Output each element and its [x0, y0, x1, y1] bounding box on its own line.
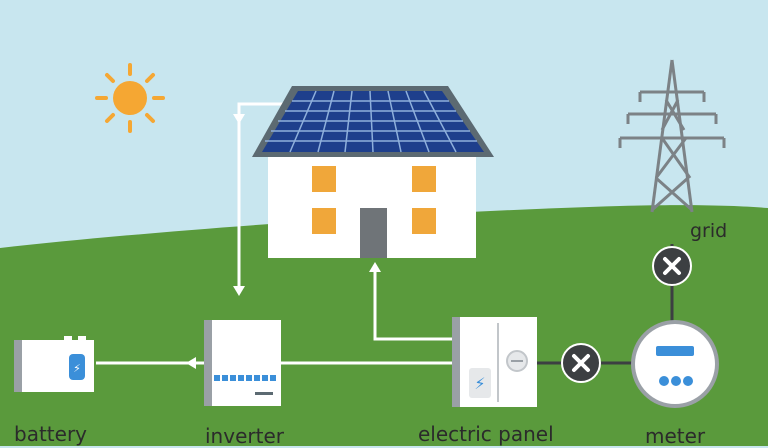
inverter-icon: [204, 320, 281, 406]
meter-display: [656, 346, 694, 356]
meter-label: meter: [645, 424, 706, 448]
arrow-into-house: [369, 262, 381, 272]
electric-panel-label: electric panel: [418, 422, 554, 446]
svg-text:⚡: ⚡: [474, 374, 485, 393]
grid-label: grid: [690, 220, 728, 242]
door: [360, 208, 387, 258]
disconnect-x-icon: [561, 343, 601, 383]
battery-icon: ⚡: [14, 336, 94, 392]
wiring: [96, 102, 674, 365]
solar-panel-icon: [252, 86, 494, 157]
battery-cell-indicator: [69, 354, 85, 380]
svg-text:⚡: ⚡: [73, 362, 81, 375]
transmission-tower-icon: [618, 59, 726, 213]
grass-hill: [0, 205, 768, 446]
disconnect-x-icon: [652, 246, 692, 286]
window: [312, 166, 336, 192]
wire-panel-to-house: [373, 270, 453, 341]
window: [412, 166, 436, 192]
battery-label: battery: [14, 422, 87, 446]
house-icon: [268, 152, 476, 258]
window: [312, 208, 336, 234]
arrow-into-roof-wire: [233, 114, 245, 124]
meter-icon: [631, 320, 719, 408]
window: [412, 208, 436, 234]
arrow-into-battery-wire: [186, 357, 196, 369]
arrow-into-inverter: [233, 286, 245, 296]
sun-icon: [95, 63, 165, 133]
inverter-label: inverter: [205, 424, 284, 448]
electric-panel-icon: ⚡: [452, 317, 537, 407]
wire-roof-to-inverter: [237, 102, 289, 288]
